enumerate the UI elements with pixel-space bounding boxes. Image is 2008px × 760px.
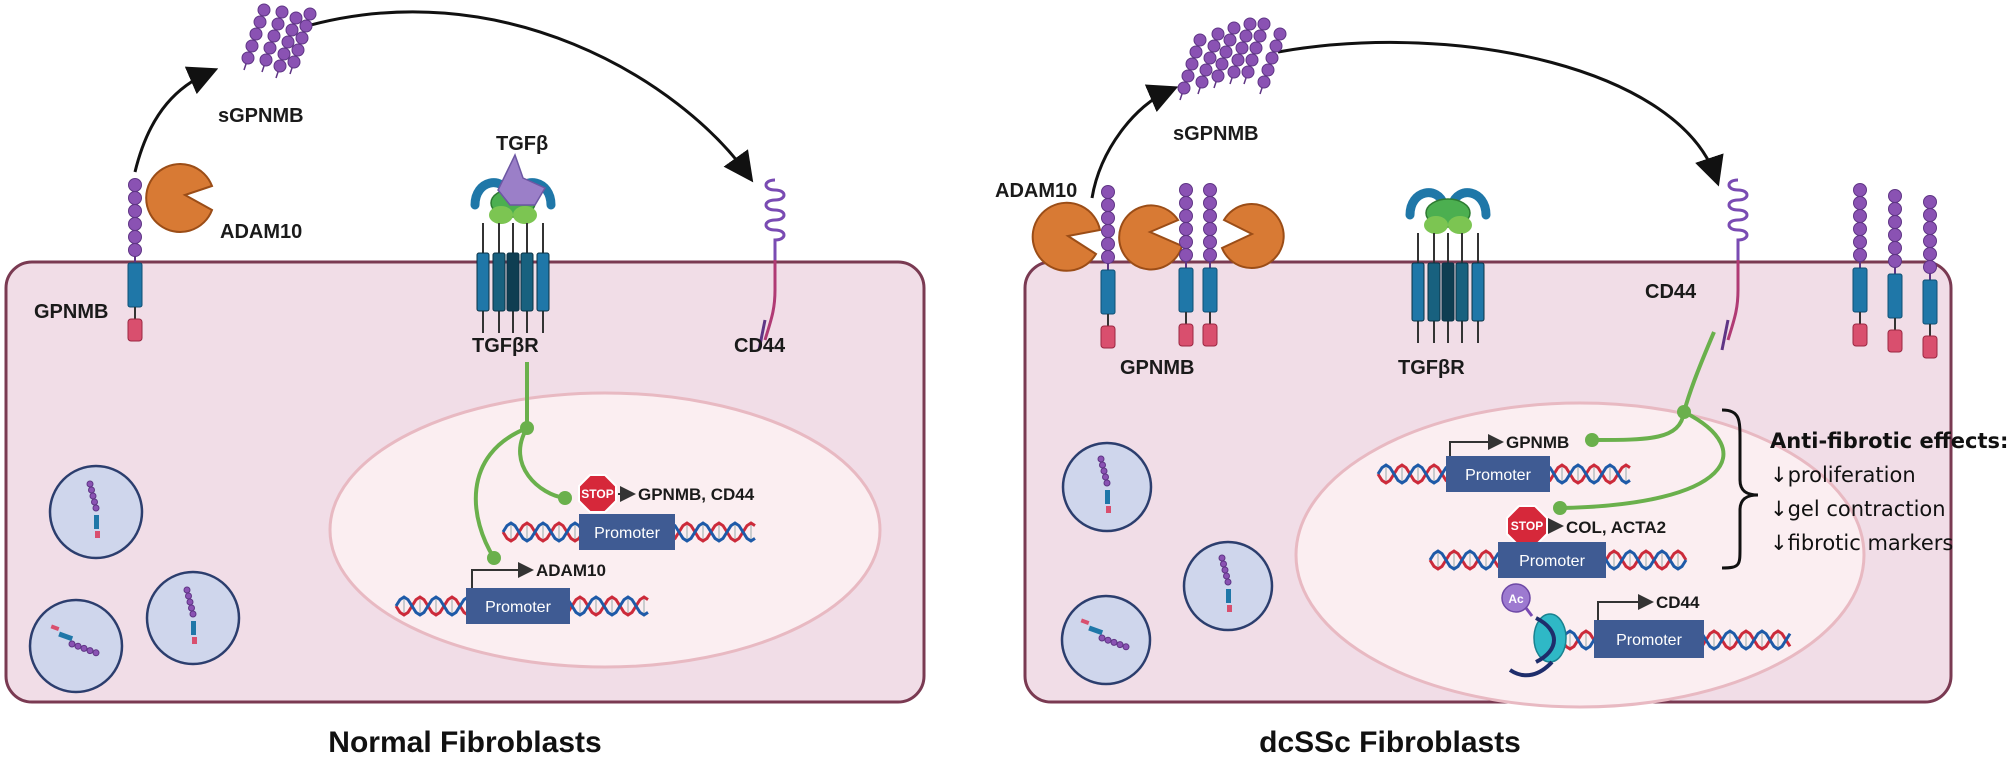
right-gene-3: CD44	[1656, 593, 1700, 612]
left-promoter-text-1: Promoter	[594, 525, 660, 542]
left-stop-sign	[578, 474, 617, 513]
right-secretion-arrow	[1090, 84, 1179, 199]
right-effects-brace	[1721, 408, 1759, 570]
left-signal-stop-end	[558, 491, 572, 505]
right-signal-to-stop	[1559, 410, 1726, 510]
left-endosome-2	[28, 598, 124, 694]
left-secretion-arrow	[133, 66, 219, 173]
left-tgfb-ligand	[497, 153, 547, 206]
right-promoter-text-1: Promoter	[1465, 467, 1531, 484]
right-stop-text: STOP	[1511, 519, 1543, 533]
left-cd44-label: CD44	[734, 335, 786, 357]
left-promoter-box-2	[466, 588, 570, 624]
left-transcription-arrow-2	[471, 562, 534, 588]
left-tgfbr-label: TGFβR	[472, 335, 539, 357]
right-sgpnmb-cluster	[1177, 17, 1287, 101]
left-endosome-3	[145, 570, 241, 666]
right-acetyl-mark: Ac	[1501, 583, 1534, 617]
left-promoter-text-2: Promoter	[485, 599, 551, 616]
right-binding-arrow	[1277, 41, 1724, 187]
left-endosome-1	[48, 464, 144, 560]
right-panel-title: dcSSc Fibroblasts	[1259, 726, 1521, 759]
left-stop-target: GPNMB, CD44	[638, 485, 755, 504]
right-gpnmb-proteins-2	[1852, 183, 1938, 359]
left-gene-2: ADAM10	[536, 561, 606, 580]
left-gpnmb-label: GPNMB	[34, 301, 108, 323]
left-panel: sGPNMB GPNMB ADAM10 TGFβ TGFβR CD44 STOP…	[4, 3, 926, 759]
right-tgfbr-label: TGFβR	[1398, 357, 1465, 379]
left-cd44-receptor	[757, 178, 786, 351]
left-signal-to-stop	[518, 426, 566, 500]
right-gene-1: GPNMB	[1506, 433, 1569, 452]
right-effect-3: ↓fibrotic markers	[1770, 531, 1953, 555]
right-gpnmb-label: GPNMB	[1120, 357, 1194, 379]
right-effect-1: ↓proliferation	[1770, 463, 1916, 487]
right-cd44-label: CD44	[1645, 281, 1697, 303]
left-signal-to-adam10	[473, 426, 528, 560]
right-effect-2: ↓gel contraction	[1770, 497, 1946, 521]
left-signal-adam10-end	[487, 551, 501, 565]
right-endosome-2	[1182, 540, 1274, 632]
right-endosome-3	[1060, 594, 1152, 686]
right-adam10-enzyme-1	[1031, 201, 1102, 272]
right-promoter-box-3	[1594, 620, 1704, 658]
right-signal-to-gpnmb	[1591, 411, 1686, 442]
right-stop-target: COL, ACTA2	[1566, 518, 1666, 537]
right-panel: sGPNMB ADAM10 GPNMB TGFβR CD44 GPNMB Pro…	[995, 17, 2008, 759]
left-adam10-enzyme	[145, 163, 214, 233]
right-promoter-box-2	[1498, 542, 1606, 578]
right-adam10-enzyme-2	[1118, 204, 1184, 271]
right-acetyl-text: Ac	[1508, 592, 1524, 606]
right-endosome-1	[1061, 441, 1153, 533]
right-adam10-enzyme-3	[1220, 203, 1285, 270]
right-promoter-box-1	[1446, 456, 1550, 492]
right-promoter-text-3: Promoter	[1616, 632, 1682, 649]
right-adam10-label: ADAM10	[995, 180, 1077, 202]
right-effects-heading: Anti-fibrotic effects:	[1770, 429, 2008, 453]
right-sgpnmb-label: sGPNMB	[1173, 123, 1259, 145]
right-tgfb-receptor	[1405, 188, 1491, 343]
left-sgpnmb-label: sGPNMB	[218, 105, 304, 127]
right-histone	[1508, 613, 1567, 678]
right-promoter-text-2: Promoter	[1519, 553, 1585, 570]
left-stop-text: STOP	[581, 487, 613, 501]
right-gpnmb-proteins	[1100, 183, 1218, 349]
right-signal-gpnmb-end	[1585, 433, 1599, 447]
left-tgfb-label: TGFβ	[496, 133, 548, 155]
left-adam10-label: ADAM10	[220, 221, 302, 243]
right-signal-stop-end	[1553, 501, 1567, 515]
right-cd44-receptor	[1720, 178, 1749, 351]
left-panel-title: Normal Fibroblasts	[328, 726, 601, 759]
left-promoter-box-1	[579, 514, 675, 550]
right-transcription-arrow-3	[1597, 594, 1654, 620]
left-binding-arrow	[299, 10, 754, 183]
left-sgpnmb-cluster	[241, 3, 317, 79]
left-gpnmb-protein	[127, 178, 143, 342]
